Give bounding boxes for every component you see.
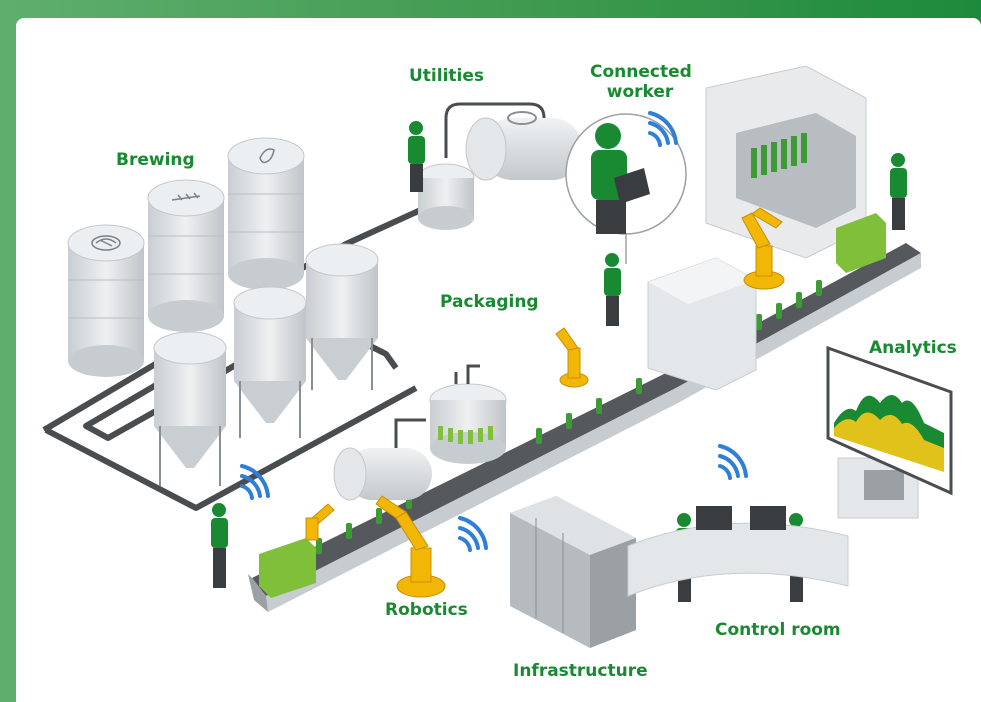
brewing-tank — [147, 179, 225, 332]
factory-scene — [42, 65, 953, 648]
brewery-diagram-panel: Brewing Utilities Connected worker Packa… — [16, 18, 981, 702]
utilities-equipment — [417, 102, 582, 230]
label-connected-worker-line1: Connected — [590, 62, 692, 82]
crate-bottles — [259, 213, 886, 598]
brewing-tank — [67, 224, 145, 377]
label-analytics: Analytics — [869, 338, 957, 358]
wheat-icon — [171, 192, 201, 201]
robot-arm — [741, 207, 785, 290]
label-infrastructure: Infrastructure — [513, 661, 648, 681]
analytics-screen — [826, 345, 953, 496]
brewing-tanks — [67, 137, 379, 486]
filling-machine — [333, 364, 507, 501]
bottles — [316, 280, 822, 554]
worker — [604, 253, 621, 326]
droplet-icon — [259, 148, 275, 164]
robot-arm — [305, 503, 335, 541]
fermenter-tank — [233, 286, 307, 438]
case-packer — [705, 65, 867, 259]
label-brewing: Brewing — [116, 150, 195, 170]
label-utilities: Utilities — [409, 66, 485, 86]
wifi-icon — [458, 516, 488, 552]
worker — [211, 503, 228, 588]
robot-arm — [375, 495, 446, 598]
packaging-machine — [647, 257, 757, 391]
label-connected-worker-line2: worker — [606, 82, 674, 102]
brewing-tank — [227, 137, 305, 290]
control-room-desk — [627, 457, 919, 597]
label-connected-worker: Connected worker — [590, 62, 692, 102]
worker — [890, 153, 907, 230]
hop-icon — [91, 235, 121, 251]
server-racks — [510, 496, 636, 648]
wifi-icon — [240, 464, 270, 500]
fermenter-tank — [153, 331, 227, 486]
worker — [408, 121, 425, 192]
robot-arm — [555, 327, 589, 388]
label-packaging: Packaging — [440, 292, 539, 312]
fermenter-tank — [305, 243, 379, 390]
label-robotics: Robotics — [385, 600, 468, 620]
label-control-room: Control room — [715, 620, 841, 640]
connected-worker-badge — [565, 113, 687, 264]
wifi-icon — [718, 444, 748, 480]
wifi-icon — [648, 111, 678, 147]
